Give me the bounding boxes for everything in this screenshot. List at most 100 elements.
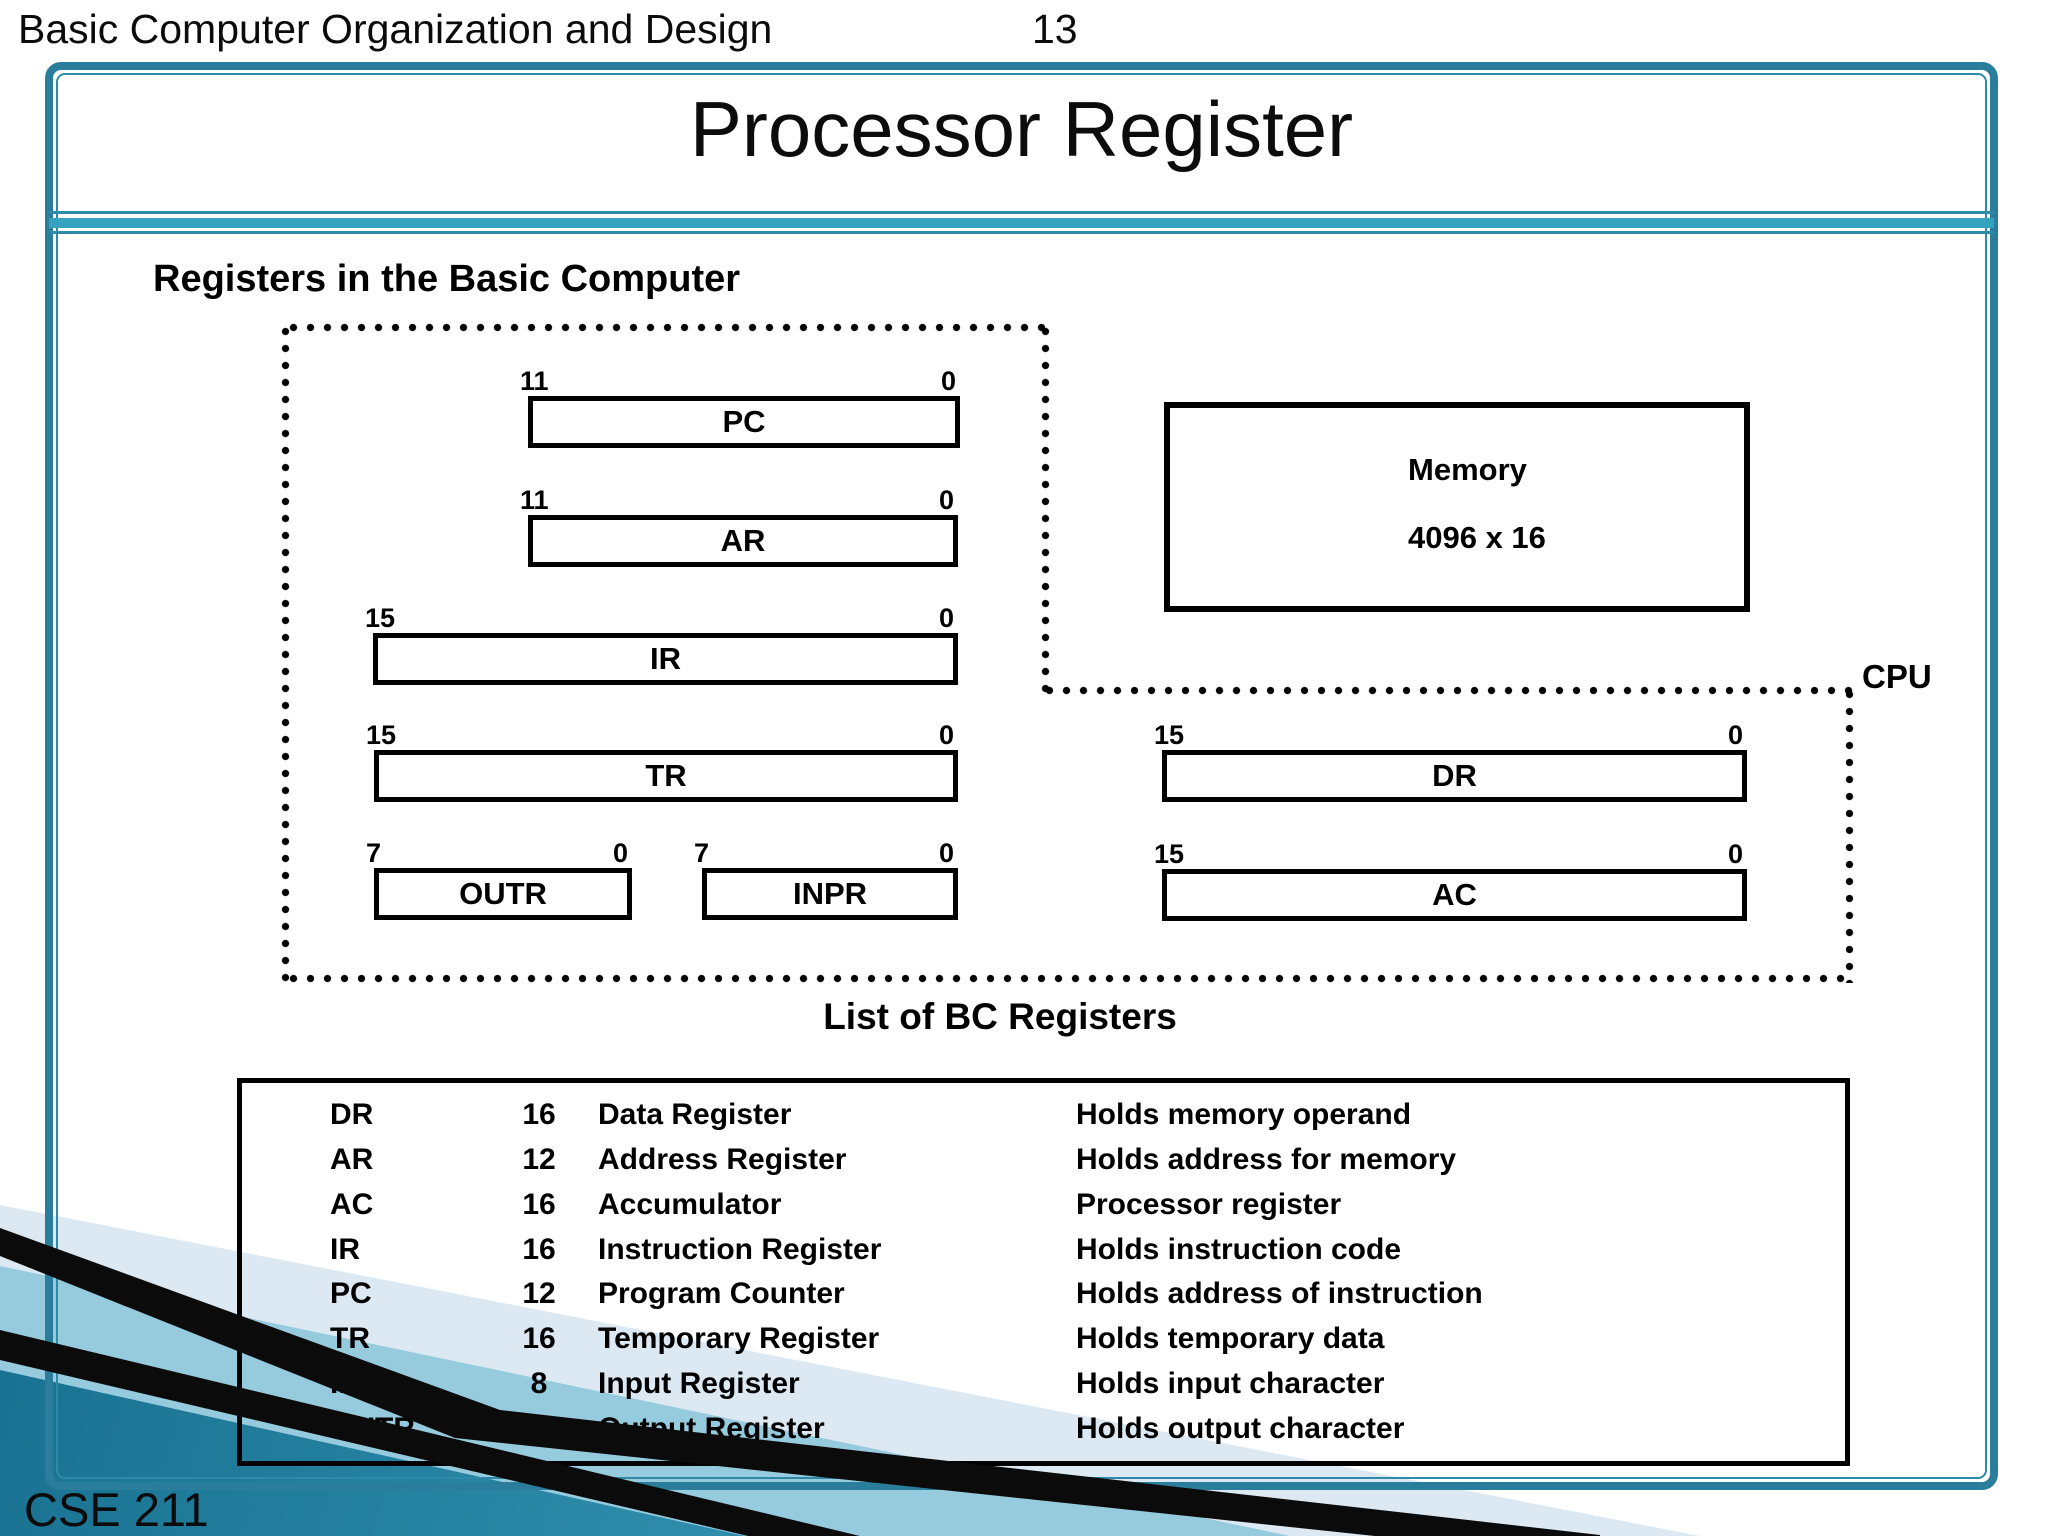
register-dr: 15 0 DR <box>1154 722 1755 802</box>
row-bits: 16 <box>522 1322 556 1356</box>
inpr-box: INPR <box>702 868 958 920</box>
table-row: DR 16 Data Register Holds memory operand <box>330 1098 1845 1132</box>
register-tr: 15 0 TR <box>366 722 966 802</box>
row-abbr: AC <box>330 1187 374 1221</box>
cpu-boundary-left <box>281 323 290 983</box>
dr-box: DR <box>1162 750 1747 802</box>
register-outr: 7 0 OUTR <box>366 840 640 920</box>
cpu-boundary-step-horizontal <box>1041 686 1854 695</box>
divider-line-top <box>49 211 1994 214</box>
pc-box: PC <box>528 396 960 448</box>
slide-title: Processor Register <box>689 85 1354 173</box>
ac-box: AC <box>1162 869 1747 921</box>
row-name: Program Counter <box>598 1277 845 1311</box>
tr-low-bit: 0 <box>938 720 954 750</box>
register-table: DR 16 Data Register Holds memory operand… <box>237 1078 1850 1466</box>
cpu-boundary-top <box>285 323 1050 332</box>
table-row: OUTR 8 Output Register Holds output char… <box>330 1412 1845 1446</box>
ir-box: IR <box>373 633 958 685</box>
row-name: Accumulator <box>598 1187 782 1221</box>
pc-low-bit: 0 <box>940 366 956 396</box>
row-bits: 8 <box>530 1412 548 1445</box>
ar-box: AR <box>528 515 958 567</box>
row-bits: 16 <box>522 1187 556 1221</box>
row-name: Address Register <box>598 1142 847 1176</box>
row-name: Output Register <box>598 1412 825 1445</box>
row-function: Holds temporary data <box>1076 1322 1385 1356</box>
row-bits: 16 <box>522 1232 556 1266</box>
tr-label: TR <box>645 758 687 793</box>
row-abbr: AR <box>330 1142 374 1176</box>
course-title: Basic Computer Organization and Design <box>18 6 773 52</box>
cpu-boundary-mid-vertical <box>1041 323 1050 695</box>
row-name: Data Register <box>598 1097 792 1131</box>
cpu-boundary-bottom <box>285 974 1852 983</box>
row-name: Instruction Register <box>598 1232 882 1266</box>
table-title: List of BC Registers <box>823 996 1177 1037</box>
ar-high-bit: 11 <box>520 485 549 515</box>
register-ir: 15 0 IR <box>365 605 966 685</box>
row-abbr: DR <box>330 1097 374 1131</box>
tr-high-bit: 15 <box>366 720 397 750</box>
memory-size: 4096 x 16 <box>1408 520 1546 555</box>
divider-band <box>49 218 1994 228</box>
outr-label: OUTR <box>459 876 547 911</box>
ac-low-bit: 0 <box>1727 839 1743 869</box>
inpr-low-bit: 0 <box>938 838 954 868</box>
pc-label: PC <box>722 404 766 439</box>
pc-high-bit: 11 <box>520 366 549 396</box>
ac-high-bit: 15 <box>1154 839 1185 869</box>
row-abbr: TR <box>330 1322 370 1356</box>
table-row: INPR 8 Input Register Holds input charac… <box>330 1367 1845 1401</box>
ir-low-bit: 0 <box>938 603 954 633</box>
row-function: Holds instruction code <box>1076 1232 1402 1266</box>
register-ar: 11 0 AR <box>520 487 966 567</box>
dr-high-bit: 15 <box>1154 720 1185 750</box>
outr-high-bit: 7 <box>366 838 382 868</box>
row-function: Holds input character <box>1076 1367 1385 1401</box>
ir-label: IR <box>650 641 681 676</box>
tr-box: TR <box>374 750 958 802</box>
cpu-label: CPU <box>1862 658 1932 695</box>
divider-line-bottom <box>49 231 1994 234</box>
ar-low-bit: 0 <box>938 485 954 515</box>
row-function: Holds address for memory <box>1076 1142 1457 1176</box>
table-row: PC 12 Program Counter Holds address of i… <box>330 1277 1845 1311</box>
row-name: Input Register <box>598 1367 800 1401</box>
inpr-label: INPR <box>792 876 868 911</box>
title-divider <box>49 211 1994 234</box>
cpu-boundary-right <box>1845 686 1854 983</box>
table-row: AR 12 Address Register Holds address for… <box>330 1143 1845 1177</box>
register-pc: 11 0 PC <box>520 368 968 448</box>
table-row: AC 16 Accumulator Processor register <box>330 1188 1845 1222</box>
table-row: TR 16 Temporary Register Holds temporary… <box>330 1322 1845 1356</box>
row-name: Temporary Register <box>598 1322 880 1356</box>
inpr-high-bit: 7 <box>694 838 710 868</box>
row-abbr: PC <box>330 1277 372 1311</box>
register-inpr: 7 0 INPR <box>694 840 966 920</box>
dr-low-bit: 0 <box>1727 720 1743 750</box>
row-function: Holds output character <box>1076 1412 1405 1445</box>
register-ac: 15 0 AC <box>1154 841 1755 921</box>
row-bits: 12 <box>522 1142 556 1176</box>
outr-box: OUTR <box>374 868 632 920</box>
memory-label: Memory <box>1408 452 1527 487</box>
dr-label: DR <box>1432 758 1477 793</box>
row-function: Holds memory operand <box>1076 1097 1412 1131</box>
page-header: Basic Computer Organization and Design <box>18 6 1418 53</box>
ac-label: AC <box>1432 877 1477 912</box>
row-function: Holds address of instruction <box>1076 1277 1483 1311</box>
memory-box: Memory 4096 x 16 <box>1164 402 1750 612</box>
row-abbr: OUTR <box>330 1412 415 1445</box>
row-abbr: IR <box>330 1232 360 1266</box>
row-abbr: INPR <box>330 1367 402 1401</box>
outr-low-bit: 0 <box>612 838 628 868</box>
footer-course-code: CSE 211 <box>24 1483 209 1536</box>
ir-high-bit: 15 <box>365 603 396 633</box>
ar-label: AR <box>720 523 766 558</box>
page-number: 13 <box>1032 6 1078 52</box>
slide-subtitle: Registers in the Basic Computer <box>153 258 741 300</box>
row-bits: 12 <box>522 1277 556 1311</box>
row-function: Processor register <box>1076 1187 1342 1221</box>
